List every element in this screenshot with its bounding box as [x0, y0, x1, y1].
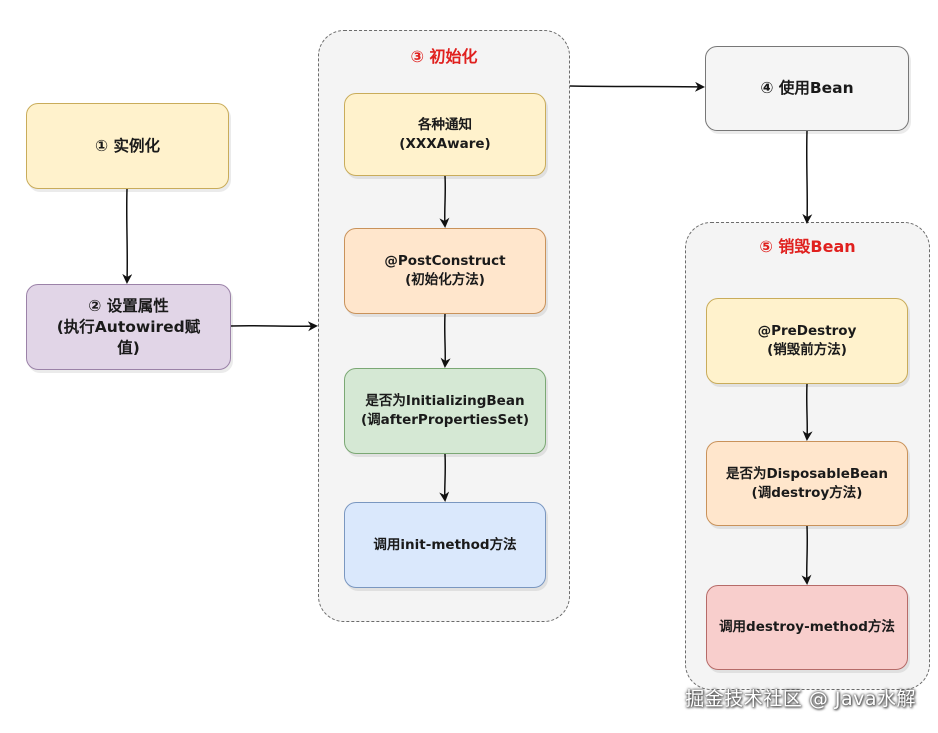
- edge-instantiate-to-set-props: [122, 188, 133, 284]
- use-bean-node: ④ 使用Bean: [705, 46, 909, 131]
- node-label-line: 各种通知: [418, 116, 472, 133]
- node-label-line: 是否为InitializingBean: [365, 393, 525, 409]
- node-label-line: ① 实例化: [94, 136, 161, 155]
- aware-node: 各种通知 (XXXAware): [344, 93, 546, 176]
- initializing-bean-node: 是否为InitializingBean (调afterPropertiesSet): [344, 368, 546, 454]
- edge-use-bean-to-destroy: [802, 130, 813, 224]
- node-label-line: (执行Autowired赋: [56, 317, 201, 336]
- node-label-line: (XXXAware): [399, 135, 491, 152]
- instantiate-node: ① 实例化: [26, 103, 229, 189]
- node-label-line: 调用destroy-method方法: [719, 619, 895, 635]
- post-construct-node: @PostConstruct (初始化方法): [344, 228, 546, 314]
- node-label-line: ② 设置属性: [88, 296, 169, 315]
- init-method-node: 调用init-method方法: [344, 502, 546, 588]
- set-properties-node: ② 设置属性 (执行Autowired赋值): [26, 284, 231, 370]
- node-label-line: 调用init-method方法: [373, 536, 517, 553]
- edge-set-props-to-init: [230, 321, 318, 332]
- node-label-line: 值): [117, 338, 140, 357]
- watermark-text: 掘金技术社区 @ Java水解: [685, 688, 916, 710]
- destroy-method-node: 调用destroy-method方法: [706, 585, 908, 670]
- node-label-line: (调afterPropertiesSet): [361, 412, 529, 428]
- node-label-line: (初始化方法): [405, 272, 485, 288]
- node-label-line: ④ 使用Bean: [760, 79, 854, 97]
- disposable-bean-node: 是否为DisposableBean (调destroy方法): [706, 441, 908, 526]
- node-label-line: 是否为DisposableBean: [725, 465, 889, 482]
- node-label-line: (调destroy方法): [751, 484, 863, 501]
- init-group-title: ③ 初始化: [410, 47, 478, 66]
- node-label-line: (销毁前方法): [767, 342, 847, 358]
- destroy-group-title: ⑤ 销毁Bean: [759, 237, 856, 256]
- pre-destroy-node: @PreDestroy (销毁前方法): [706, 298, 908, 384]
- edge-init-to-use-bean: [569, 81, 705, 92]
- node-label-line: @PreDestroy: [757, 323, 857, 339]
- node-label-line: @PostConstruct: [384, 253, 506, 269]
